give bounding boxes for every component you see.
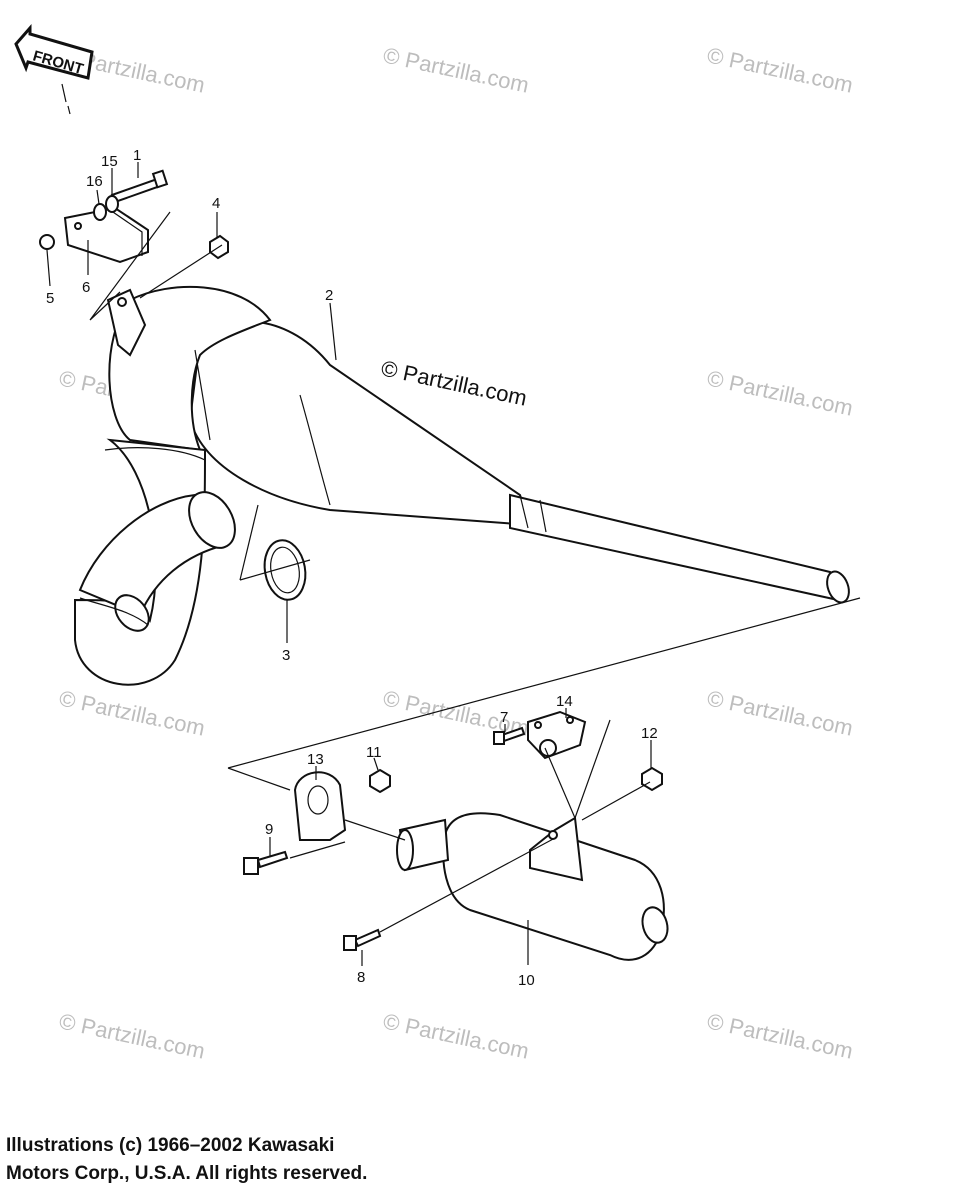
callouts: 1 2 3 4 5 6 7 8 9 10 11 12 13 14 15 16 (46, 147, 658, 989)
watermark: © Partzilla.com (57, 1008, 207, 1063)
muffler-mount-bracket-part (527, 710, 587, 760)
callout-9: 9 (265, 821, 273, 838)
expansion-chamber-part (74, 285, 850, 686)
callout-10: 10 (518, 972, 535, 989)
callout-8: 8 (357, 969, 365, 986)
copyright-line-2: Motors Corp., U.S.A. All rights reserved… (6, 1163, 368, 1184)
watermark: © Partzilla.com (705, 685, 855, 740)
copyright-notice: Illustrations (c) 1966–2002 Kawasaki Mot… (6, 1132, 367, 1188)
callout-4: 4 (212, 195, 220, 212)
callout-14: 14 (556, 693, 573, 710)
callout-11: 11 (366, 744, 382, 761)
callout-3: 3 (282, 647, 290, 664)
nut-12-part (641, 766, 663, 792)
assembly-guide-lines (227, 504, 861, 933)
callout-2: 2 (325, 287, 333, 304)
gasket-ring-part (263, 539, 307, 601)
callout-5: 5 (46, 290, 54, 307)
callout-1: 1 (133, 147, 141, 164)
callout-15: 15 (101, 153, 118, 170)
callout-13: 13 (307, 751, 324, 768)
bolt-9-part (243, 850, 289, 875)
watermark: © Partzilla.com (705, 1008, 855, 1063)
nut-11-part (369, 768, 391, 794)
watermark: © Partzilla.com (381, 42, 531, 97)
watermark-center: © Partzilla.com (379, 355, 529, 410)
watermark: © Partzilla.com (705, 42, 855, 97)
watermark: © Partzilla.com (705, 365, 855, 420)
watermark: © Partzilla.com (381, 1008, 531, 1063)
bolt-8-part (343, 928, 382, 951)
watermark: © Partzilla.com (57, 685, 207, 740)
clamp-part (293, 771, 347, 841)
callout-12: 12 (641, 725, 658, 742)
callout-7: 7 (500, 709, 508, 726)
callout-16: 16 (86, 173, 103, 190)
callout-6: 6 (82, 279, 90, 296)
front-arrow-icon: FRONT (14, 24, 94, 115)
front-bracket-part (39, 169, 229, 321)
muffler-part (396, 812, 669, 961)
bolt-7-part (493, 726, 526, 745)
copyright-line-1: Illustrations (c) 1966–2002 Kawasaki (6, 1135, 335, 1156)
